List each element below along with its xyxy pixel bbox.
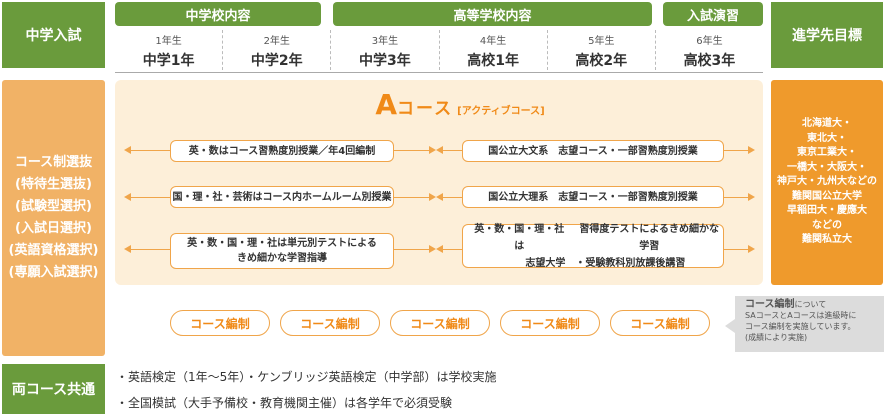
course-subtitle: [アクティブコース] — [457, 106, 545, 117]
arrow-head-right — [429, 245, 436, 253]
arrow-head-left — [124, 146, 131, 154]
target-line: などの — [812, 219, 842, 231]
course-reorg-pill-5: コース編制 — [610, 310, 710, 336]
program-row3-senior: 英・数・国・理・社は 志望大学 習得度テストによるきめ細かな学習 ・受験教科別放… — [462, 224, 724, 269]
arrow-head-left — [436, 193, 443, 201]
grade-column: 4年生高校1年 — [440, 30, 548, 70]
program-row1-senior: 国公立大文系 志望コース・一部習熟度別授業 — [462, 140, 724, 162]
grade-year: 6年生 — [696, 36, 723, 47]
grade-year: 3年生 — [371, 36, 399, 47]
phase-senior-content: 高等学校内容 — [333, 2, 652, 26]
target-header: 進学先目標 — [771, 2, 883, 68]
target-line: 北海道大・ — [802, 118, 852, 130]
note-pointer — [725, 319, 735, 333]
program-row2-senior: 国公立大理系 志望コース・一部習熟度別授業 — [462, 186, 724, 208]
selection-line: (特待生選抜) — [15, 177, 92, 192]
arrow-head-right — [748, 193, 755, 201]
grade-column: 6年生高校3年 — [656, 30, 763, 70]
program-row1-junior: 英・数はコース習熟度別授業／年4回編制 — [170, 140, 394, 162]
arrow-head-left — [124, 245, 131, 253]
selection-line: (専願入試選択) — [8, 265, 99, 280]
grade-columns: 1年生中学1年 2年生中学2年 3年生中学3年 4年生高校1年 5年生高校2年 … — [115, 30, 763, 70]
program-row3-senior-b1: 習得度テストによるきめ細かな学習 — [579, 223, 720, 252]
grade-name: 中学3年 — [359, 53, 411, 69]
program-row3-senior-a1: 英・数・国・理・社は — [474, 223, 565, 252]
arrow-head-left — [436, 245, 443, 253]
grade-divider — [115, 72, 763, 73]
phase-junior-content: 中学校内容 — [115, 2, 321, 26]
note-line1: SAコースとAコースは進級時に — [745, 311, 857, 320]
selection-line: コース制選抜 — [14, 155, 93, 170]
program-row3-junior-line2: きめ細かな学習指導 — [237, 253, 327, 264]
grade-column: 5年生高校2年 — [548, 30, 656, 70]
course-letter: A — [375, 88, 397, 121]
grade-name: 高校3年 — [683, 53, 736, 69]
arrow-head-right — [429, 146, 436, 154]
selection-line: (入試日選択) — [15, 221, 92, 236]
grade-year: 1年生 — [155, 36, 182, 47]
target-line: 神戸大・九州大などの — [777, 176, 877, 188]
grade-year: 4年生 — [479, 36, 507, 47]
target-line: 難関私立大 — [802, 234, 852, 246]
target-line: 早稲田大・慶應大 — [787, 205, 867, 217]
course-reorg-pill-1: コース編制 — [170, 310, 270, 336]
program-row3-senior-a2: 志望大学 — [525, 257, 566, 269]
course-reorg-note: コース編制について SAコースとAコースは進級時に コース編制を実施しています。… — [735, 296, 884, 352]
grade-name: 中学1年 — [142, 53, 195, 69]
grade-name: 高校2年 — [575, 53, 628, 69]
selection-line: (英語資格選択) — [8, 243, 99, 258]
grade-year: 5年生 — [588, 36, 615, 47]
program-row2-junior: 国・理・社・芸術はコース内ホームルーム別授業 — [170, 186, 394, 208]
common-item-2: ・全国模試（大手予備校・教育機関主催）は各学年で必須受験 — [116, 396, 453, 410]
note-line2: コース編制を実施しています。 — [745, 322, 856, 331]
common-item-1: ・英語検定（1年〜5年）・ケンブリッジ英語検定（中学部）は学校実施 — [116, 370, 497, 384]
junior-entrance-header: 中学入試 — [2, 2, 105, 68]
program-row3-junior-line1: 英・数・国・理・社は単元別テストによる — [187, 238, 377, 249]
arrow-head-left — [436, 146, 443, 154]
grade-name: 中学2年 — [250, 53, 303, 69]
phase-exam-practice: 入試演習 — [663, 2, 763, 26]
selection-methods: コース制選抜 (特待生選抜) (試験型選択) (入試日選択) (英語資格選択) … — [2, 80, 105, 356]
arrow-head-right — [429, 193, 436, 201]
note-title: コース編制 — [745, 299, 795, 310]
grade-year: 2年生 — [263, 36, 290, 47]
grade-column: 2年生中学2年 — [223, 30, 332, 70]
common-label: 両コース共通 — [2, 364, 105, 414]
program-row3-senior-b2: ・受験教科別放課後講習 — [575, 257, 686, 269]
grade-column: 1年生中学1年 — [115, 30, 224, 70]
target-line: 一橋大・大阪大・ — [787, 161, 867, 173]
grade-column: 3年生中学3年 — [331, 30, 440, 70]
selection-line: (試験型選択) — [15, 199, 92, 214]
target-line: 東北大・ — [807, 132, 847, 144]
note-title-suffix: について — [794, 300, 827, 309]
program-row3-senior-right: 習得度テストによるきめ細かな学習 ・受験教科別放課後講習 — [575, 221, 723, 272]
course-name: コース — [396, 99, 454, 119]
course-reorg-pill-3: コース編制 — [390, 310, 490, 336]
target-universities: 北海道大・ 東北大・ 東京工業大・ 一橋大・大阪大・ 神戸大・九州大などの 難関… — [771, 80, 883, 285]
target-line: 東京工業大・ — [797, 147, 857, 159]
course-reorg-pill-4: コース編制 — [500, 310, 600, 336]
course-title: Aコース[アクティブコース] — [330, 88, 590, 121]
arrow-head-left — [124, 193, 131, 201]
arrow-head-right — [748, 146, 755, 154]
program-row3-junior: 英・数・国・理・社は単元別テストによる きめ細かな学習指導 — [170, 233, 394, 269]
note-line3: (成績により実施) — [745, 333, 808, 342]
course-reorg-pill-2: コース編制 — [280, 310, 380, 336]
program-row3-senior-left: 英・数・国・理・社は 志望大学 — [473, 221, 565, 272]
target-line: 難関国公立大学 — [792, 190, 862, 202]
grade-name: 高校1年 — [467, 53, 519, 69]
arrow-head-right — [748, 245, 755, 253]
